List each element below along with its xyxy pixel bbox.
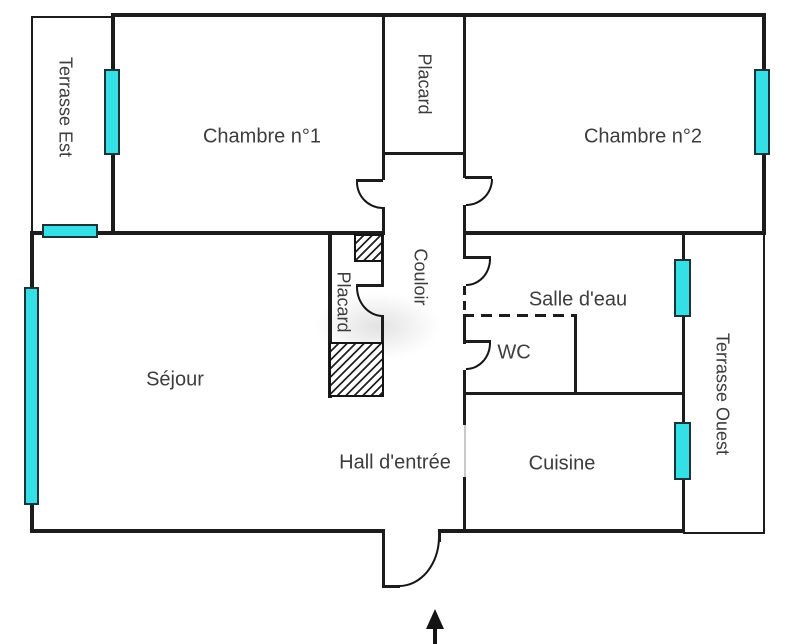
door-leaf-placard (356, 284, 383, 287)
wall-hall-cuisine-upper (463, 392, 466, 425)
room-label-salle-deau: Salle d'eau (528, 288, 628, 311)
wall-terrasse-ouest-left (682, 233, 685, 532)
wall-dashed-vertical (463, 286, 466, 316)
wall-terrasse-est-top (31, 16, 113, 18)
wall-couloir-right-a (463, 233, 466, 259)
door-leaf-chambre2 (465, 176, 492, 179)
door-leaf-chambre1 (356, 179, 383, 182)
wall-mid-right (463, 231, 765, 235)
room-label-placard-haut: Placard (414, 53, 435, 115)
wall-couloir-left-seg (382, 207, 385, 235)
room-label-hall: Hall d'entrée (339, 451, 451, 474)
wall-sejour-right (328, 233, 332, 398)
wall-wc-right (574, 314, 577, 395)
room-label-placard-sejour: Placard (333, 271, 354, 333)
entrance-arrow-icon (426, 609, 444, 629)
wall-couloir-right-upper (463, 152, 466, 178)
wall-couloir-right-c (463, 370, 466, 395)
wall-entrance-niche-left (382, 529, 385, 588)
room-label-wc: WC (497, 341, 531, 364)
door-leaf-wc (465, 340, 491, 343)
window-sejour-west (24, 287, 39, 505)
window-cuisine (674, 422, 691, 480)
room-label-sejour: Séjour (146, 368, 204, 391)
wall-placard-haut-left (382, 15, 385, 155)
wall-placard-haut-right (463, 15, 466, 155)
door-arc-entrance (399, 537, 440, 587)
wall-terrasse-ouest-right (763, 233, 765, 534)
wall-salle-deau-bottom (463, 392, 685, 395)
room-label-cuisine: Cuisine (528, 452, 596, 475)
hatch-duct-small (354, 234, 383, 262)
room-label-chambre-1: Chambre n°1 (202, 125, 322, 148)
wall-hall-cuisine-lower (463, 477, 466, 532)
room-label-terrasse-est: Terrasse Est (55, 56, 76, 158)
wall-couloir-left-low (381, 315, 384, 345)
wall-bottom-left (30, 529, 385, 533)
door-leaf-salle-deau (465, 256, 491, 259)
wall-terrasse-est-left (31, 16, 33, 233)
room-label-terrasse-ouest: Terrasse Ouest (712, 332, 733, 456)
wall-terrasse-ouest-bottom (683, 532, 765, 534)
door-arc-chambre1 (356, 182, 383, 209)
window-sejour-terrasse-est (42, 224, 98, 238)
door-arc-chambre2 (466, 179, 493, 206)
wall-mid-left (31, 231, 383, 235)
door-arc-salle-deau (466, 259, 491, 286)
window-chambre1 (104, 69, 120, 155)
room-label-couloir: Couloir (410, 248, 431, 306)
window-salle-deau (674, 259, 691, 317)
door-opening-cuisine (464, 425, 466, 477)
door-jamb-entrance (438, 529, 441, 542)
window-chambre2 (754, 69, 770, 155)
wall-entrance-niche-bottom (382, 585, 400, 588)
room-label-chambre-2: Chambre n°2 (583, 125, 703, 148)
wall-bottom-right (438, 529, 685, 533)
wall-top-outer (113, 13, 766, 17)
wall-wc-top-dashed (463, 314, 577, 317)
wall-placard-haut-bottom (382, 152, 466, 155)
entrance-arrow-stem (433, 627, 437, 644)
wall-couloir-left-upper (382, 152, 385, 180)
door-arc-wc (466, 343, 491, 370)
wall-couloir-right-b (463, 314, 466, 344)
wall-couloir-right-seg (463, 205, 466, 235)
hatch-duct-large (329, 342, 384, 397)
